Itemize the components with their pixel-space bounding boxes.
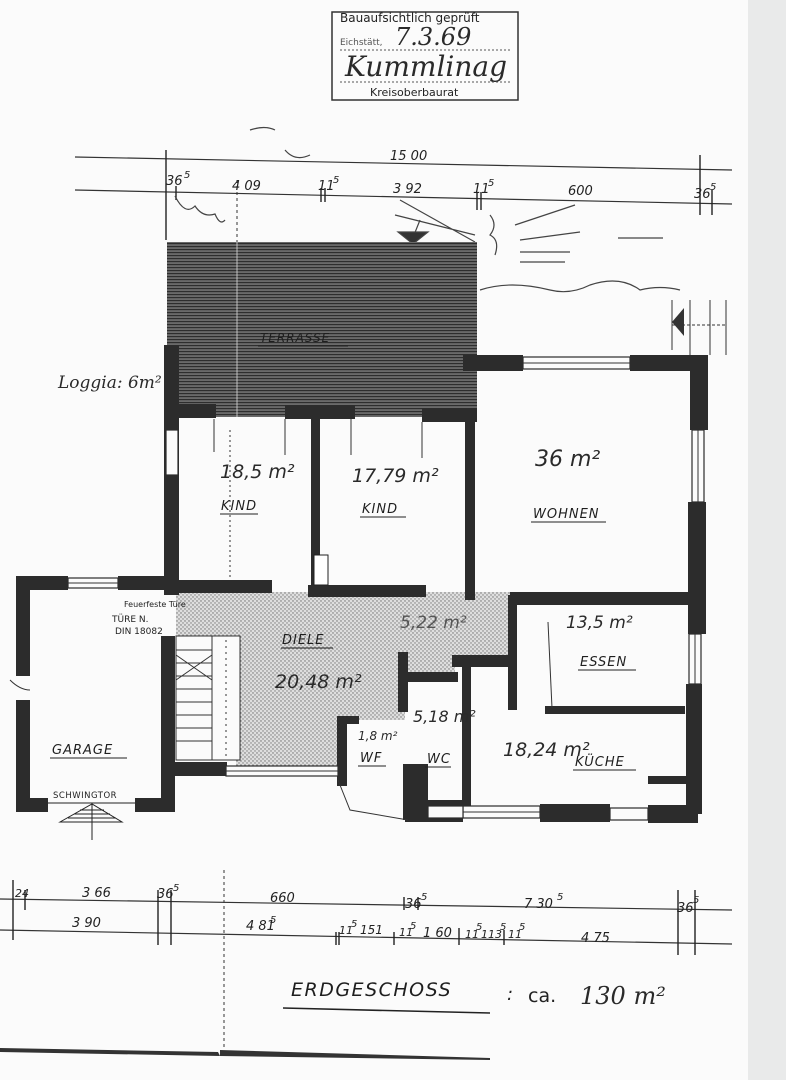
loggia-annotation: Loggia: 6m²: [57, 373, 162, 393]
svg-text:5: 5: [557, 892, 563, 903]
svg-text:5: 5: [184, 170, 190, 181]
stamp-date: 7.3.69: [395, 23, 471, 51]
svg-text:4 81: 4 81: [246, 919, 275, 934]
svg-text:1 60: 1 60: [423, 926, 452, 941]
door-marks: [213, 419, 553, 821]
fire-door-note-3: DIN 18082: [115, 627, 163, 637]
svg-text:5: 5: [333, 175, 339, 186]
door-symbol-east: [671, 300, 727, 355]
svg-text:5: 5: [421, 892, 427, 903]
svg-text:5: 5: [710, 182, 716, 193]
svg-text:7 30: 7 30: [524, 897, 553, 912]
svg-text:36: 36: [157, 887, 174, 902]
svg-text:4 75: 4 75: [581, 931, 610, 946]
svg-text:3 90: 3 90: [72, 916, 101, 931]
svg-text:4 09: 4 09: [232, 179, 261, 194]
area-flur: 5,22 m²: [400, 613, 467, 633]
total-area: 130 m²: [580, 982, 666, 1010]
svg-text:11: 11: [399, 926, 413, 939]
area-wohnen: 36 m²: [535, 447, 600, 472]
plan-title: ERDGESCHOSS : ca. 130 m²: [282, 979, 666, 1014]
room-label-kind1: KIND: [221, 499, 257, 514]
sheet-border: [0, 1048, 490, 1060]
stamp-title: Kreisoberbaurat: [370, 86, 459, 99]
room-label-wc: WC: [427, 752, 451, 767]
room-label-terrasse: TERRASSE: [260, 331, 330, 345]
area-wf: 1,8 m²: [358, 729, 398, 743]
svg-text:36: 36: [166, 174, 183, 189]
handwritten-scribbles: [174, 126, 681, 293]
room-label-kueche: KÜCHE: [575, 753, 625, 770]
svg-text:5: 5: [693, 895, 699, 906]
svg-text:5: 5: [173, 883, 179, 894]
svg-text:5: 5: [519, 922, 525, 933]
title-separator: :: [507, 984, 513, 1005]
area-kind1: 18,5 m²: [220, 461, 295, 483]
room-label-garage: GARAGE: [52, 743, 113, 758]
svg-text:24: 24: [15, 887, 29, 900]
svg-text:5: 5: [410, 921, 416, 932]
floor-name: ERDGESCHOSS: [291, 979, 452, 1001]
scan-edge: [748, 0, 786, 1080]
svg-text:11: 11: [318, 179, 335, 194]
area-kind2: 17,79 m²: [352, 465, 439, 487]
area-essen: 13,5 m²: [566, 613, 633, 633]
svg-text:36: 36: [694, 187, 711, 202]
room-label-wf: WF: [360, 751, 382, 766]
svg-text:5: 5: [270, 915, 276, 926]
svg-text:3 92: 3 92: [393, 182, 422, 197]
area-wc: 5,18 m²: [413, 707, 476, 726]
stamp-signature: Kummlinag: [344, 50, 507, 83]
svg-text:660: 660: [270, 891, 295, 906]
terrace-hatch: [167, 242, 477, 417]
fire-door-note-2: TÜRE N.: [111, 614, 148, 625]
svg-text:5: 5: [500, 922, 506, 933]
bottom-dimension-chain: 24 3 66 36 5 660 36 5 7 30 5 36 5 3 90 4…: [0, 870, 733, 1050]
stamp-date-label: Eichstätt,: [340, 38, 383, 48]
svg-text:3 66: 3 66: [82, 886, 111, 901]
room-label-essen: ESSEN: [580, 655, 627, 670]
diele-floor: [176, 592, 510, 770]
approval-stamp: Bauaufsichtlich geprüft Eichstätt, 7.3.6…: [331, 11, 519, 101]
svg-text:11: 11: [465, 928, 479, 941]
fire-door-note-1: Feuerfeste Türe: [124, 600, 186, 609]
room-label-kind2: KIND: [362, 502, 398, 517]
svg-text:11: 11: [508, 928, 522, 941]
svg-text:11: 11: [339, 924, 353, 937]
room-label-wohnen: WOHNEN: [533, 507, 600, 522]
approx-label: ca.: [528, 985, 556, 1007]
svg-text:5: 5: [488, 178, 494, 189]
garage-door-label: SCHWINGTOR: [53, 791, 117, 801]
svg-text:36: 36: [405, 897, 422, 912]
scanned-paper: [0, 0, 748, 1080]
svg-text:11: 11: [473, 182, 490, 197]
area-diele: 20,48 m²: [275, 671, 362, 693]
windows: [67, 356, 705, 821]
top-dimension-chain: 15 00 36 5 4 09 11 5 3 92 11 5 600 36 5: [74, 149, 733, 245]
svg-text:5: 5: [476, 922, 482, 933]
stamp-header: Bauaufsichtlich geprüft: [340, 11, 480, 25]
svg-text:5: 5: [351, 919, 357, 930]
svg-text:36: 36: [677, 901, 694, 916]
room-label-diele: DIELE: [282, 633, 325, 648]
room-labels: 18,5 m² KIND 17,79 m² KIND 36 m² WOHNEN …: [50, 447, 636, 801]
dim-overall: 15 00: [390, 149, 427, 164]
garage-door-symbol: [9, 679, 135, 840]
staircase: [175, 635, 241, 761]
area-kueche: 18,24 m²: [503, 739, 590, 761]
svg-text:151: 151: [360, 923, 383, 937]
svg-text:600: 600: [568, 184, 593, 199]
svg-text:113: 113: [481, 928, 502, 941]
